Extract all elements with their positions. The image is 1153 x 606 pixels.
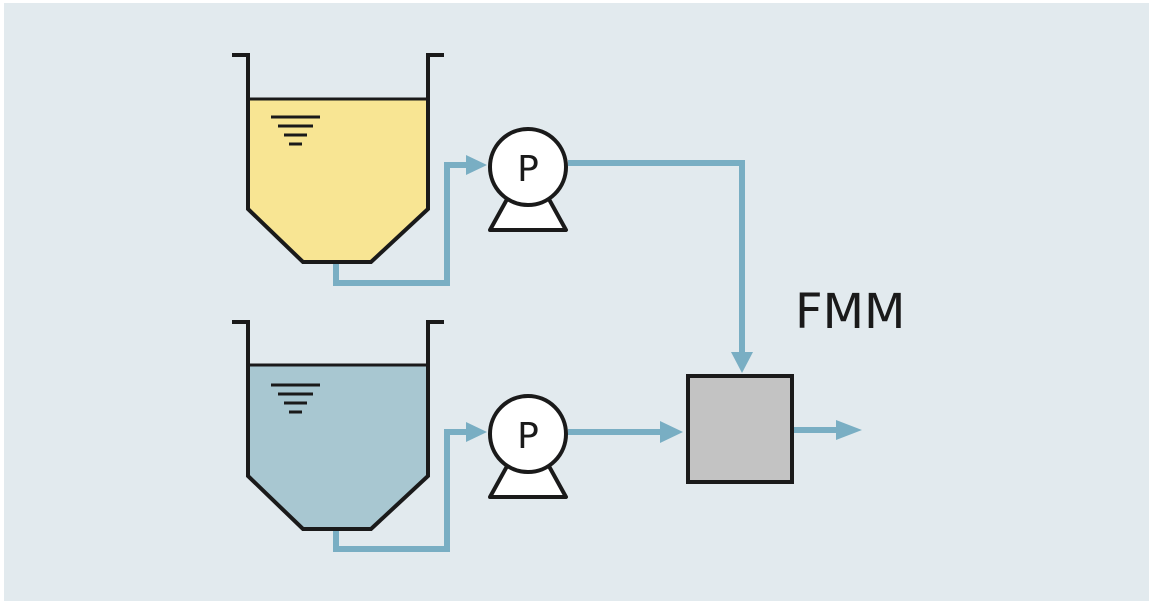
pump-top: P [488,127,568,232]
water-level-icon [271,115,320,146]
tank-top-wall [232,53,444,264]
pump-bottom: P [488,394,568,499]
pipe-bottom-tank-to-pump [333,429,470,552]
tank-top-liquid [248,99,428,262]
diagram-background [4,3,1149,601]
pipe-top-tank-to-pump [333,162,470,286]
pump-bottom-body [488,394,568,474]
tank-bottom [232,320,444,531]
tank-top [232,53,444,264]
arrow-into-top-pump [466,155,487,175]
arrow-mixer-outlet [836,420,862,440]
pipe-top-pump-to-mixer [568,160,745,352]
pump-top-body [488,127,568,207]
mixer-box [686,374,794,484]
tank-bottom-wall [232,320,444,531]
mixer-label: FMM [795,284,905,340]
arrow-into-mixer-top [731,352,753,373]
pipes [333,160,838,552]
tank-bottom-liquid [248,365,428,529]
pump-top-label: P [517,149,539,190]
arrow-into-mixer-side [660,421,683,443]
flow-arrows [466,155,862,443]
arrow-into-bottom-pump [466,422,487,442]
water-level-icon [271,383,320,414]
pump-bottom-label: P [517,416,539,457]
